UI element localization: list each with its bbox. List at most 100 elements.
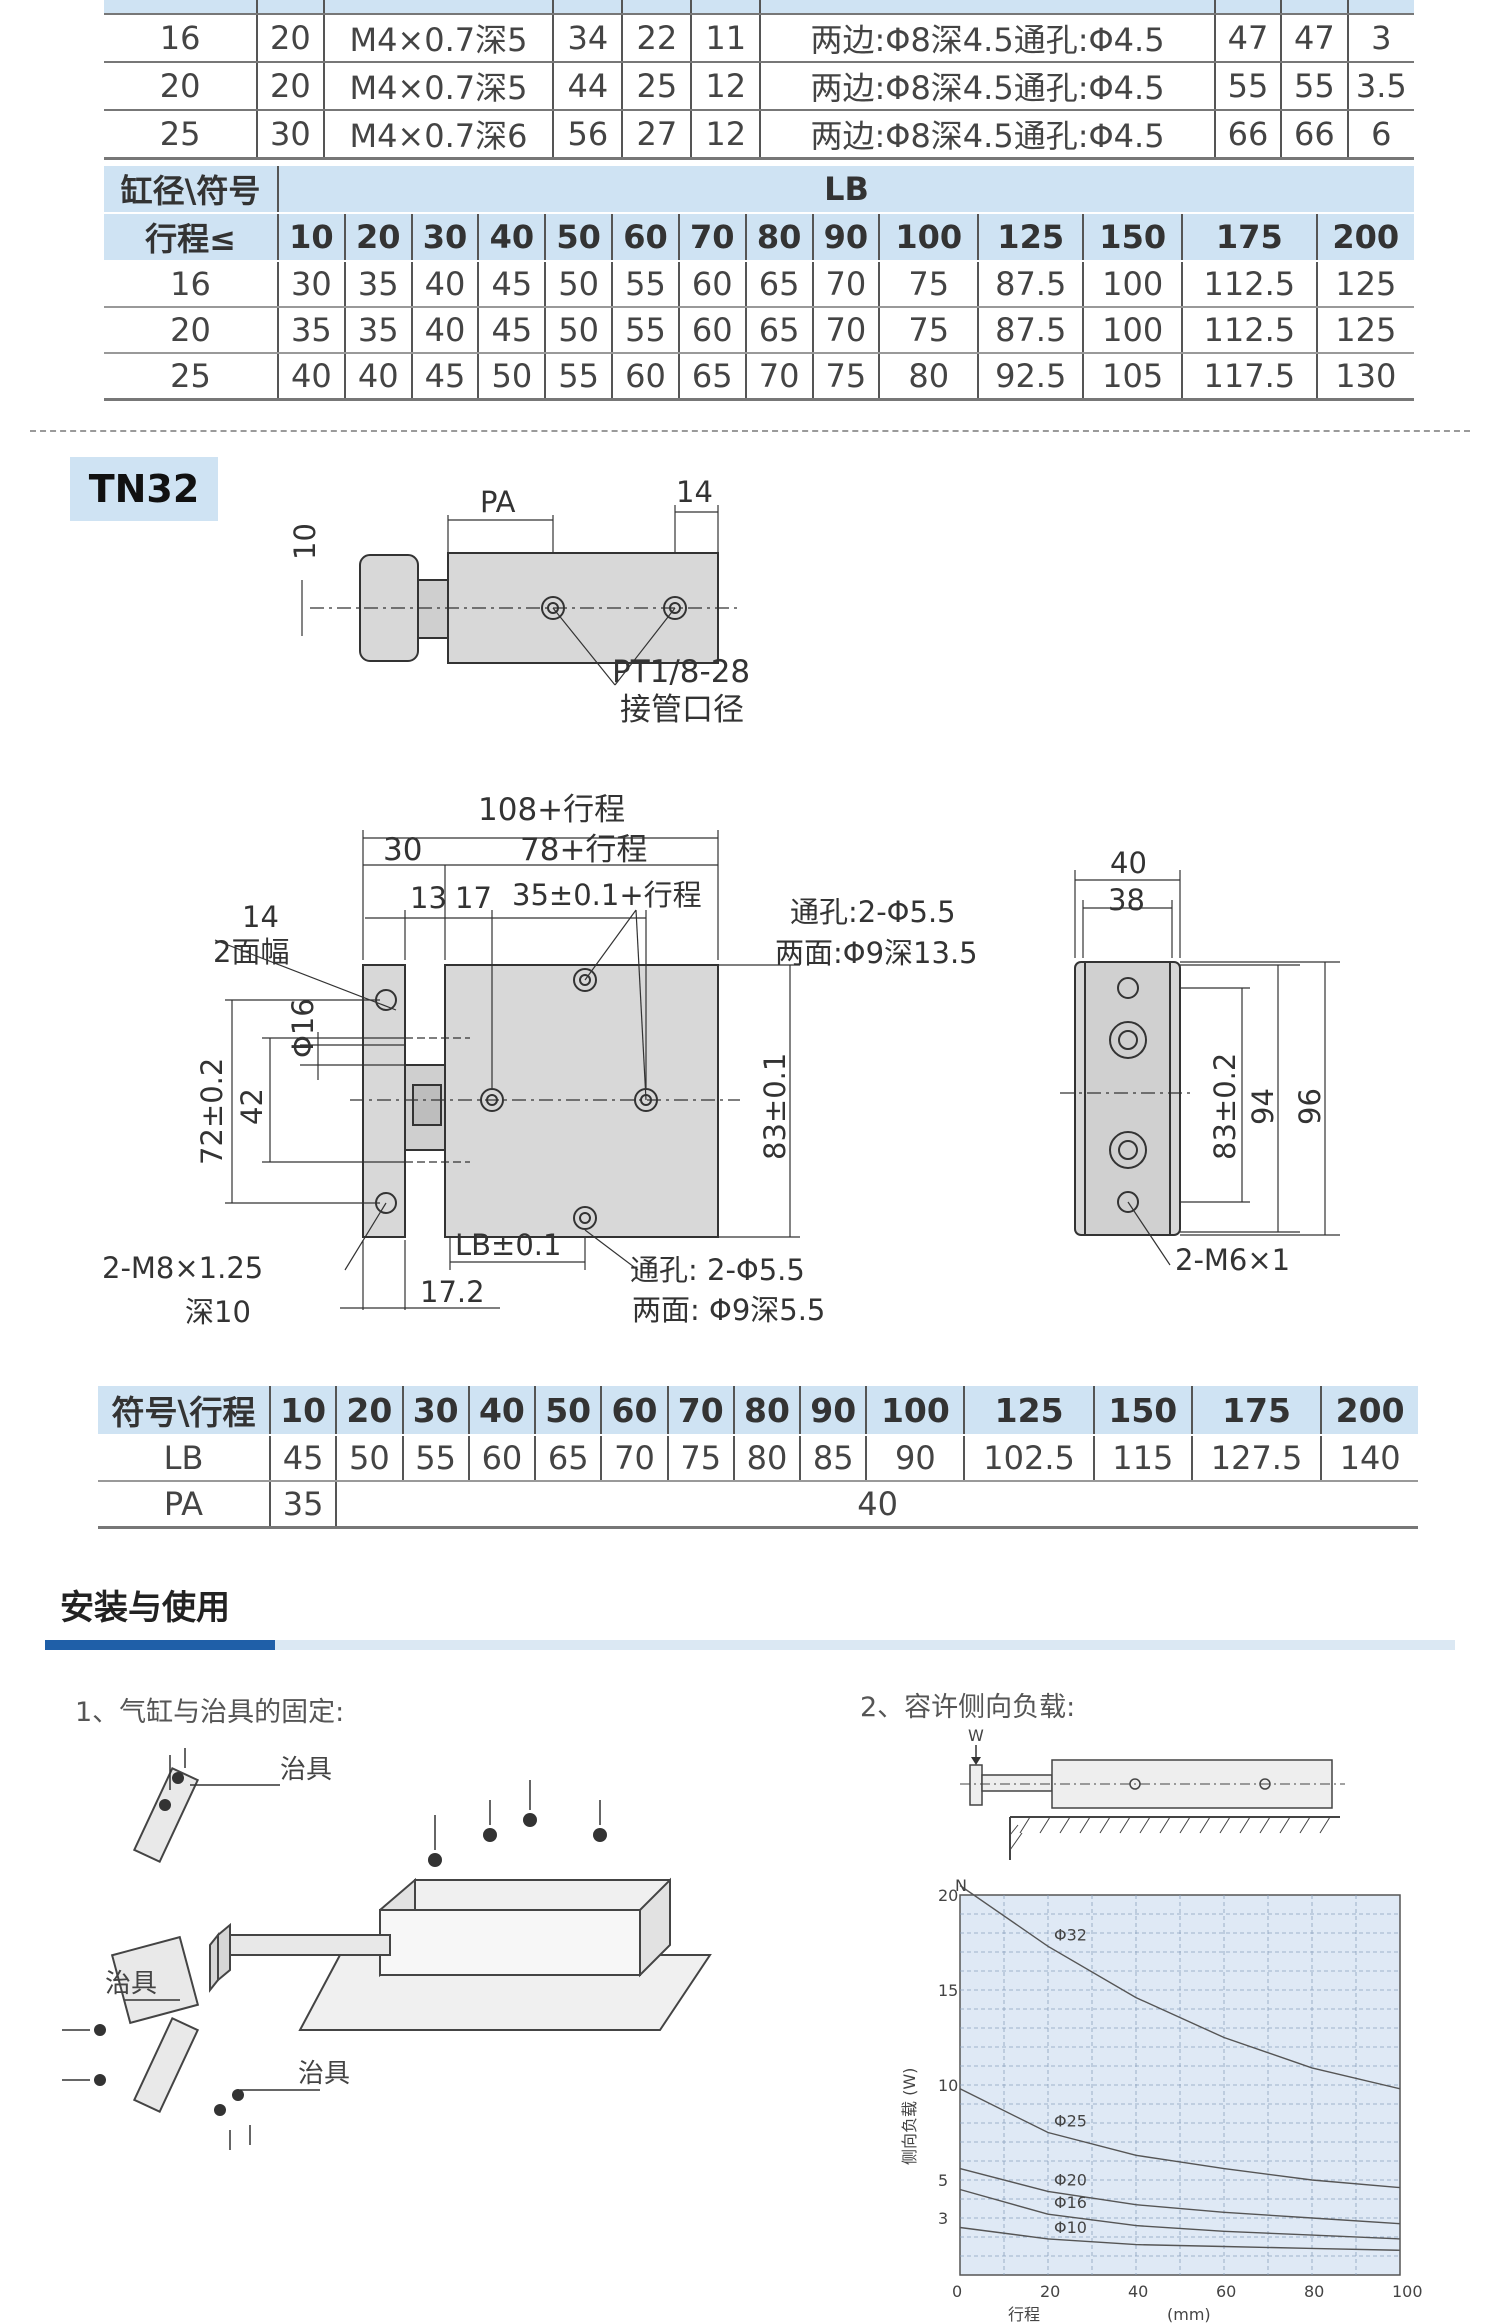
stroke-header: 10 — [278, 213, 346, 262]
table-cell: 16 — [104, 14, 259, 63]
lb-value-cell: 45 — [270, 1435, 338, 1482]
corner-top-header: 缸径\符号 — [104, 166, 279, 214]
side-thread: 2-M6×1 — [1175, 1243, 1290, 1277]
lb-value-cell: 87.5 — [978, 261, 1085, 308]
x-tick-label: 20 — [1040, 2282, 1060, 2301]
section-title: 安装与使用 — [60, 1588, 230, 1628]
hole-top-1: 通孔:2-Φ5.5 — [790, 895, 956, 929]
dim-wrench-14: 14 — [242, 900, 279, 934]
x-tick-label: 80 — [1304, 2282, 1324, 2301]
y-tick-label: 3 — [938, 2209, 948, 2228]
lb-value-cell: 115 — [1093, 1435, 1193, 1482]
dim-17-2: 17.2 — [420, 1275, 485, 1309]
table-cell: M4×0.7深5 — [323, 14, 555, 63]
lb-value-cell: 65 — [678, 353, 747, 401]
x-tick-label: 40 — [1128, 2282, 1148, 2301]
table-cell: 66 — [1214, 110, 1283, 160]
thread-depth: 深10 — [185, 1295, 251, 1329]
dim-96: 96 — [1293, 1088, 1327, 1125]
model-tag: TN32 — [70, 457, 218, 521]
lb-value-cell: 65 — [535, 1435, 603, 1482]
x-axis-label: 行程 — [1008, 2305, 1040, 2323]
jig-label-left: 治具 — [105, 1969, 157, 1999]
stroke-header: 100 — [879, 213, 980, 262]
lb-value-cell: 70 — [812, 261, 881, 308]
pa-rest-cell: 40 — [336, 1481, 1418, 1529]
lb-value-cell: 50 — [336, 1435, 404, 1482]
section-rule-accent — [45, 1640, 275, 1650]
table-cell: 66 — [1281, 110, 1349, 160]
stroke-header: 60 — [601, 1386, 669, 1436]
lb-value-cell: 65 — [745, 307, 814, 354]
dim-83-front: 83±0.1 — [758, 1053, 792, 1160]
x-tick-label: 0 — [952, 2282, 962, 2301]
stroke-header: 50 — [545, 213, 614, 262]
dim-lb-tol: LB±0.1 — [455, 1228, 561, 1262]
stroke-header: 60 — [612, 213, 680, 262]
table-cell: 6 — [1347, 110, 1414, 160]
stroke-header: 50 — [535, 1386, 603, 1436]
table-cell: 34 — [553, 14, 624, 63]
lb-value-cell: 35 — [344, 261, 413, 308]
stroke-header: 30 — [411, 213, 480, 262]
table-cell: 25 — [104, 110, 259, 160]
x-tick-label: 100 — [1392, 2282, 1423, 2301]
lb-value-cell: 80 — [879, 353, 980, 401]
dimension-drawing: PA 14 10 PT1/8-28 接管口径 108+行程 30 78+行程 1… — [102, 475, 1340, 1329]
lb-value-cell: 80 — [733, 1435, 802, 1482]
table-cell: 22 — [622, 14, 693, 63]
lb-value-cell: 55 — [402, 1435, 470, 1482]
series-line — [959, 2088, 1401, 2189]
dim-overall: 108+行程 — [478, 792, 625, 828]
lb-group-header: LB — [278, 166, 1414, 214]
dim-83-side: 83±0.2 — [1208, 1053, 1242, 1160]
stroke-header: 80 — [733, 1386, 802, 1436]
lb-value-cell: 40 — [344, 353, 413, 401]
y-tick-label: 15 — [938, 1981, 958, 2000]
lb-value-cell: 60 — [678, 307, 747, 354]
step1-label: 1、气缸与治具的固定: — [75, 1697, 345, 1728]
hole-bot-1: 通孔: 2-Φ5.5 — [630, 1253, 805, 1287]
series-label: Φ32 — [1054, 1925, 1087, 1944]
lb-value-cell: 50 — [545, 307, 614, 354]
stroke-header: 30 — [402, 1386, 470, 1436]
stroke-header: 20 — [336, 1386, 404, 1436]
lb-value-cell: 35 — [278, 307, 346, 354]
dim-30: 30 — [383, 832, 422, 868]
port-spec: PT1/8-28 — [612, 654, 750, 690]
lb-value-cell: 75 — [879, 261, 980, 308]
lb-value-cell: 75 — [812, 353, 881, 401]
lb-value-cell: 30 — [278, 261, 346, 308]
series-label: Φ25 — [1054, 2112, 1087, 2131]
lb-value-cell: 75 — [667, 1435, 735, 1482]
port-label: 接管口径 — [620, 692, 744, 728]
table-cell: 20 — [104, 62, 259, 111]
dim-phi16: Φ16 — [286, 998, 320, 1058]
dim-14-top: 14 — [676, 475, 713, 509]
dim-pa: PA — [480, 485, 516, 519]
table-cell: 27 — [622, 110, 693, 160]
table-cell: 11 — [691, 14, 762, 63]
lb-value-cell: 85 — [800, 1435, 868, 1482]
stroke-header: 100 — [866, 1386, 966, 1436]
lb-value-cell: 100 — [1083, 261, 1184, 308]
step2-label: 2、容许侧向负载: — [860, 1692, 1076, 1723]
lb-value-cell: 127.5 — [1191, 1435, 1323, 1482]
stroke-header: 40 — [468, 1386, 537, 1436]
series-line — [959, 2167, 1401, 2225]
stroke-header: 10 — [270, 1386, 338, 1436]
table-cell: 44 — [553, 62, 624, 111]
stroke-header: 80 — [745, 213, 814, 262]
fixture-illustration: 治具 治具 治具 — [62, 1748, 712, 2150]
lb-value-cell: 40 — [278, 353, 346, 401]
lb-value-cell: 100 — [1083, 307, 1184, 354]
series-line — [959, 2188, 1401, 2240]
table-cell: 30 — [257, 110, 325, 160]
lb-value-cell: 70 — [812, 307, 881, 354]
x-tick-label: 60 — [1216, 2282, 1236, 2301]
